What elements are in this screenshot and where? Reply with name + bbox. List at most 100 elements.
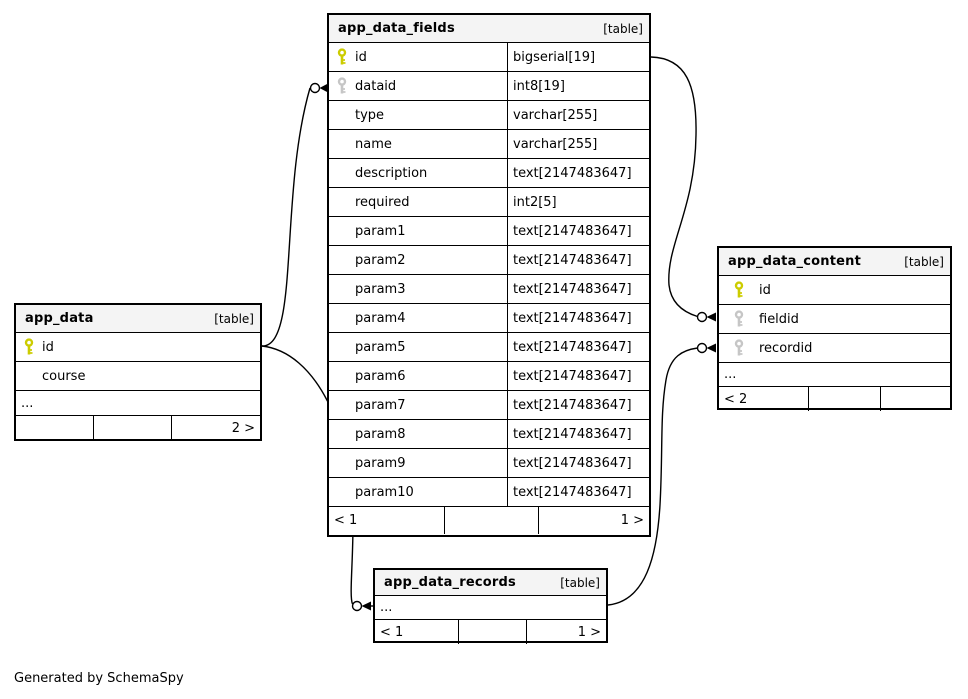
primary-key-icon <box>719 281 759 299</box>
table-app_data[interactable]: app_data [table] id course ... 2 > <box>14 303 262 441</box>
foreign-key-icon <box>329 77 355 95</box>
column-row[interactable]: name varchar[255] <box>329 130 649 159</box>
column-row[interactable]: param2 text[2147483647] <box>329 246 649 275</box>
fk-arrowhead <box>319 83 328 93</box>
hidden-columns-ellipsis[interactable]: ... <box>16 391 260 416</box>
column-name: id <box>355 49 367 65</box>
column-type: text[2147483647] <box>513 165 632 181</box>
column-type: int2[5] <box>513 194 557 210</box>
fk-arrowhead <box>706 343 716 353</box>
column-row[interactable]: course <box>16 362 260 391</box>
column-type: varchar[255] <box>513 136 598 152</box>
column-row[interactable]: param7 text[2147483647] <box>329 391 649 420</box>
column-row[interactable]: type varchar[255] <box>329 101 649 130</box>
child-count[interactable]: 1 > <box>577 624 601 640</box>
column-name: param9 <box>355 455 406 471</box>
primary-key-icon <box>16 338 42 356</box>
zero-or-many-circle <box>351 600 363 612</box>
table-type-badge: [table] <box>904 254 944 269</box>
table-app_data_content[interactable]: app_data_content [table] id fieldid reco… <box>717 246 952 411</box>
column-type: text[2147483647] <box>513 426 632 442</box>
column-row[interactable]: id <box>16 333 260 362</box>
column-row[interactable]: description text[2147483647] <box>329 159 649 188</box>
child-count[interactable]: 1 > <box>620 513 644 528</box>
column-name: param4 <box>355 310 406 326</box>
table-header[interactable]: app_data_content [table] <box>719 248 950 276</box>
column-type: text[2147483647] <box>513 281 632 297</box>
table-footer: < 2 <box>719 387 950 411</box>
table-header[interactable]: app_data_fields [table] <box>329 15 649 43</box>
parent-count[interactable]: < 2 <box>719 387 809 411</box>
generator-note: Generated by SchemaSpy <box>14 671 184 686</box>
column-row[interactable]: required int2[5] <box>329 188 649 217</box>
column-name: id <box>759 282 771 298</box>
column-type: text[2147483647] <box>513 310 632 326</box>
table-header[interactable]: app_data_records [table] <box>375 570 606 596</box>
column-name: recordid <box>759 340 813 356</box>
zero-or-many-circle <box>696 311 708 323</box>
column-row[interactable]: param1 text[2147483647] <box>329 217 649 246</box>
column-type: text[2147483647] <box>513 223 632 239</box>
column-type: text[2147483647] <box>513 397 632 413</box>
column-row[interactable]: id <box>719 276 950 305</box>
relationship-app_data-to-fields <box>261 87 311 347</box>
child-count <box>881 387 950 411</box>
column-name: param10 <box>355 484 414 500</box>
table-app_data_fields[interactable]: app_data_fields [table] id bigserial[19]… <box>327 13 651 537</box>
column-row[interactable]: param4 text[2147483647] <box>329 304 649 333</box>
fk-arrowhead <box>706 312 716 322</box>
primary-key-icon <box>329 48 355 66</box>
parent-count <box>16 416 94 440</box>
column-type: text[2147483647] <box>513 252 632 268</box>
foreign-key-icon <box>719 310 759 328</box>
column-name: course <box>42 368 86 384</box>
table-title: app_data_fields <box>338 21 455 36</box>
table-header[interactable]: app_data [table] <box>16 305 260 333</box>
footer-spacer <box>809 387 881 411</box>
table-title: app_data_content <box>728 254 862 269</box>
hidden-columns-ellipsis[interactable]: ... <box>375 596 606 620</box>
relationship-records-to-content <box>607 347 698 606</box>
column-name: param2 <box>355 252 406 268</box>
column-name: param6 <box>355 368 406 384</box>
column-row[interactable]: recordid <box>719 334 950 363</box>
footer-spacer <box>459 620 527 644</box>
table-title: app_data_records <box>384 575 516 590</box>
column-type: int8[19] <box>513 78 565 94</box>
foreign-key-icon <box>719 339 759 357</box>
table-footer: < 1 1 > <box>329 507 649 534</box>
column-row[interactable]: param8 text[2147483647] <box>329 420 649 449</box>
table-app_data_records[interactable]: app_data_records [table] ... < 1 1 > <box>373 568 608 644</box>
column-type: text[2147483647] <box>513 368 632 384</box>
column-row[interactable]: id bigserial[19] <box>329 43 649 72</box>
table-title: app_data <box>25 311 94 326</box>
column-row[interactable]: param3 text[2147483647] <box>329 275 649 304</box>
relationship-fields-to-content <box>650 56 698 318</box>
column-type: bigserial[19] <box>513 49 596 65</box>
column-name: param1 <box>355 223 406 239</box>
parent-count[interactable]: < 1 <box>375 620 459 644</box>
table-type-badge: [table] <box>560 575 600 590</box>
column-type: varchar[255] <box>513 107 598 123</box>
parent-count[interactable]: < 1 <box>329 507 445 534</box>
column-row[interactable]: param10 text[2147483647] <box>329 478 649 507</box>
table-footer: 2 > <box>16 416 260 440</box>
table-type-badge: [table] <box>603 21 643 36</box>
footer-spacer <box>445 507 539 534</box>
column-row[interactable]: param6 text[2147483647] <box>329 362 649 391</box>
column-row[interactable]: param5 text[2147483647] <box>329 333 649 362</box>
fk-arrowhead <box>361 601 371 611</box>
column-name: param5 <box>355 339 406 355</box>
table-type-badge: [table] <box>214 311 254 326</box>
column-name: param7 <box>355 397 406 413</box>
hidden-columns-ellipsis[interactable]: ... <box>719 363 950 387</box>
column-row[interactable]: param9 text[2147483647] <box>329 449 649 478</box>
child-count[interactable]: 2 > <box>231 420 255 436</box>
column-type: text[2147483647] <box>513 339 632 355</box>
zero-or-many-circle <box>309 82 321 94</box>
column-type: text[2147483647] <box>513 455 632 471</box>
column-row[interactable]: fieldid <box>719 305 950 334</box>
column-row[interactable]: dataid int8[19] <box>329 72 649 101</box>
